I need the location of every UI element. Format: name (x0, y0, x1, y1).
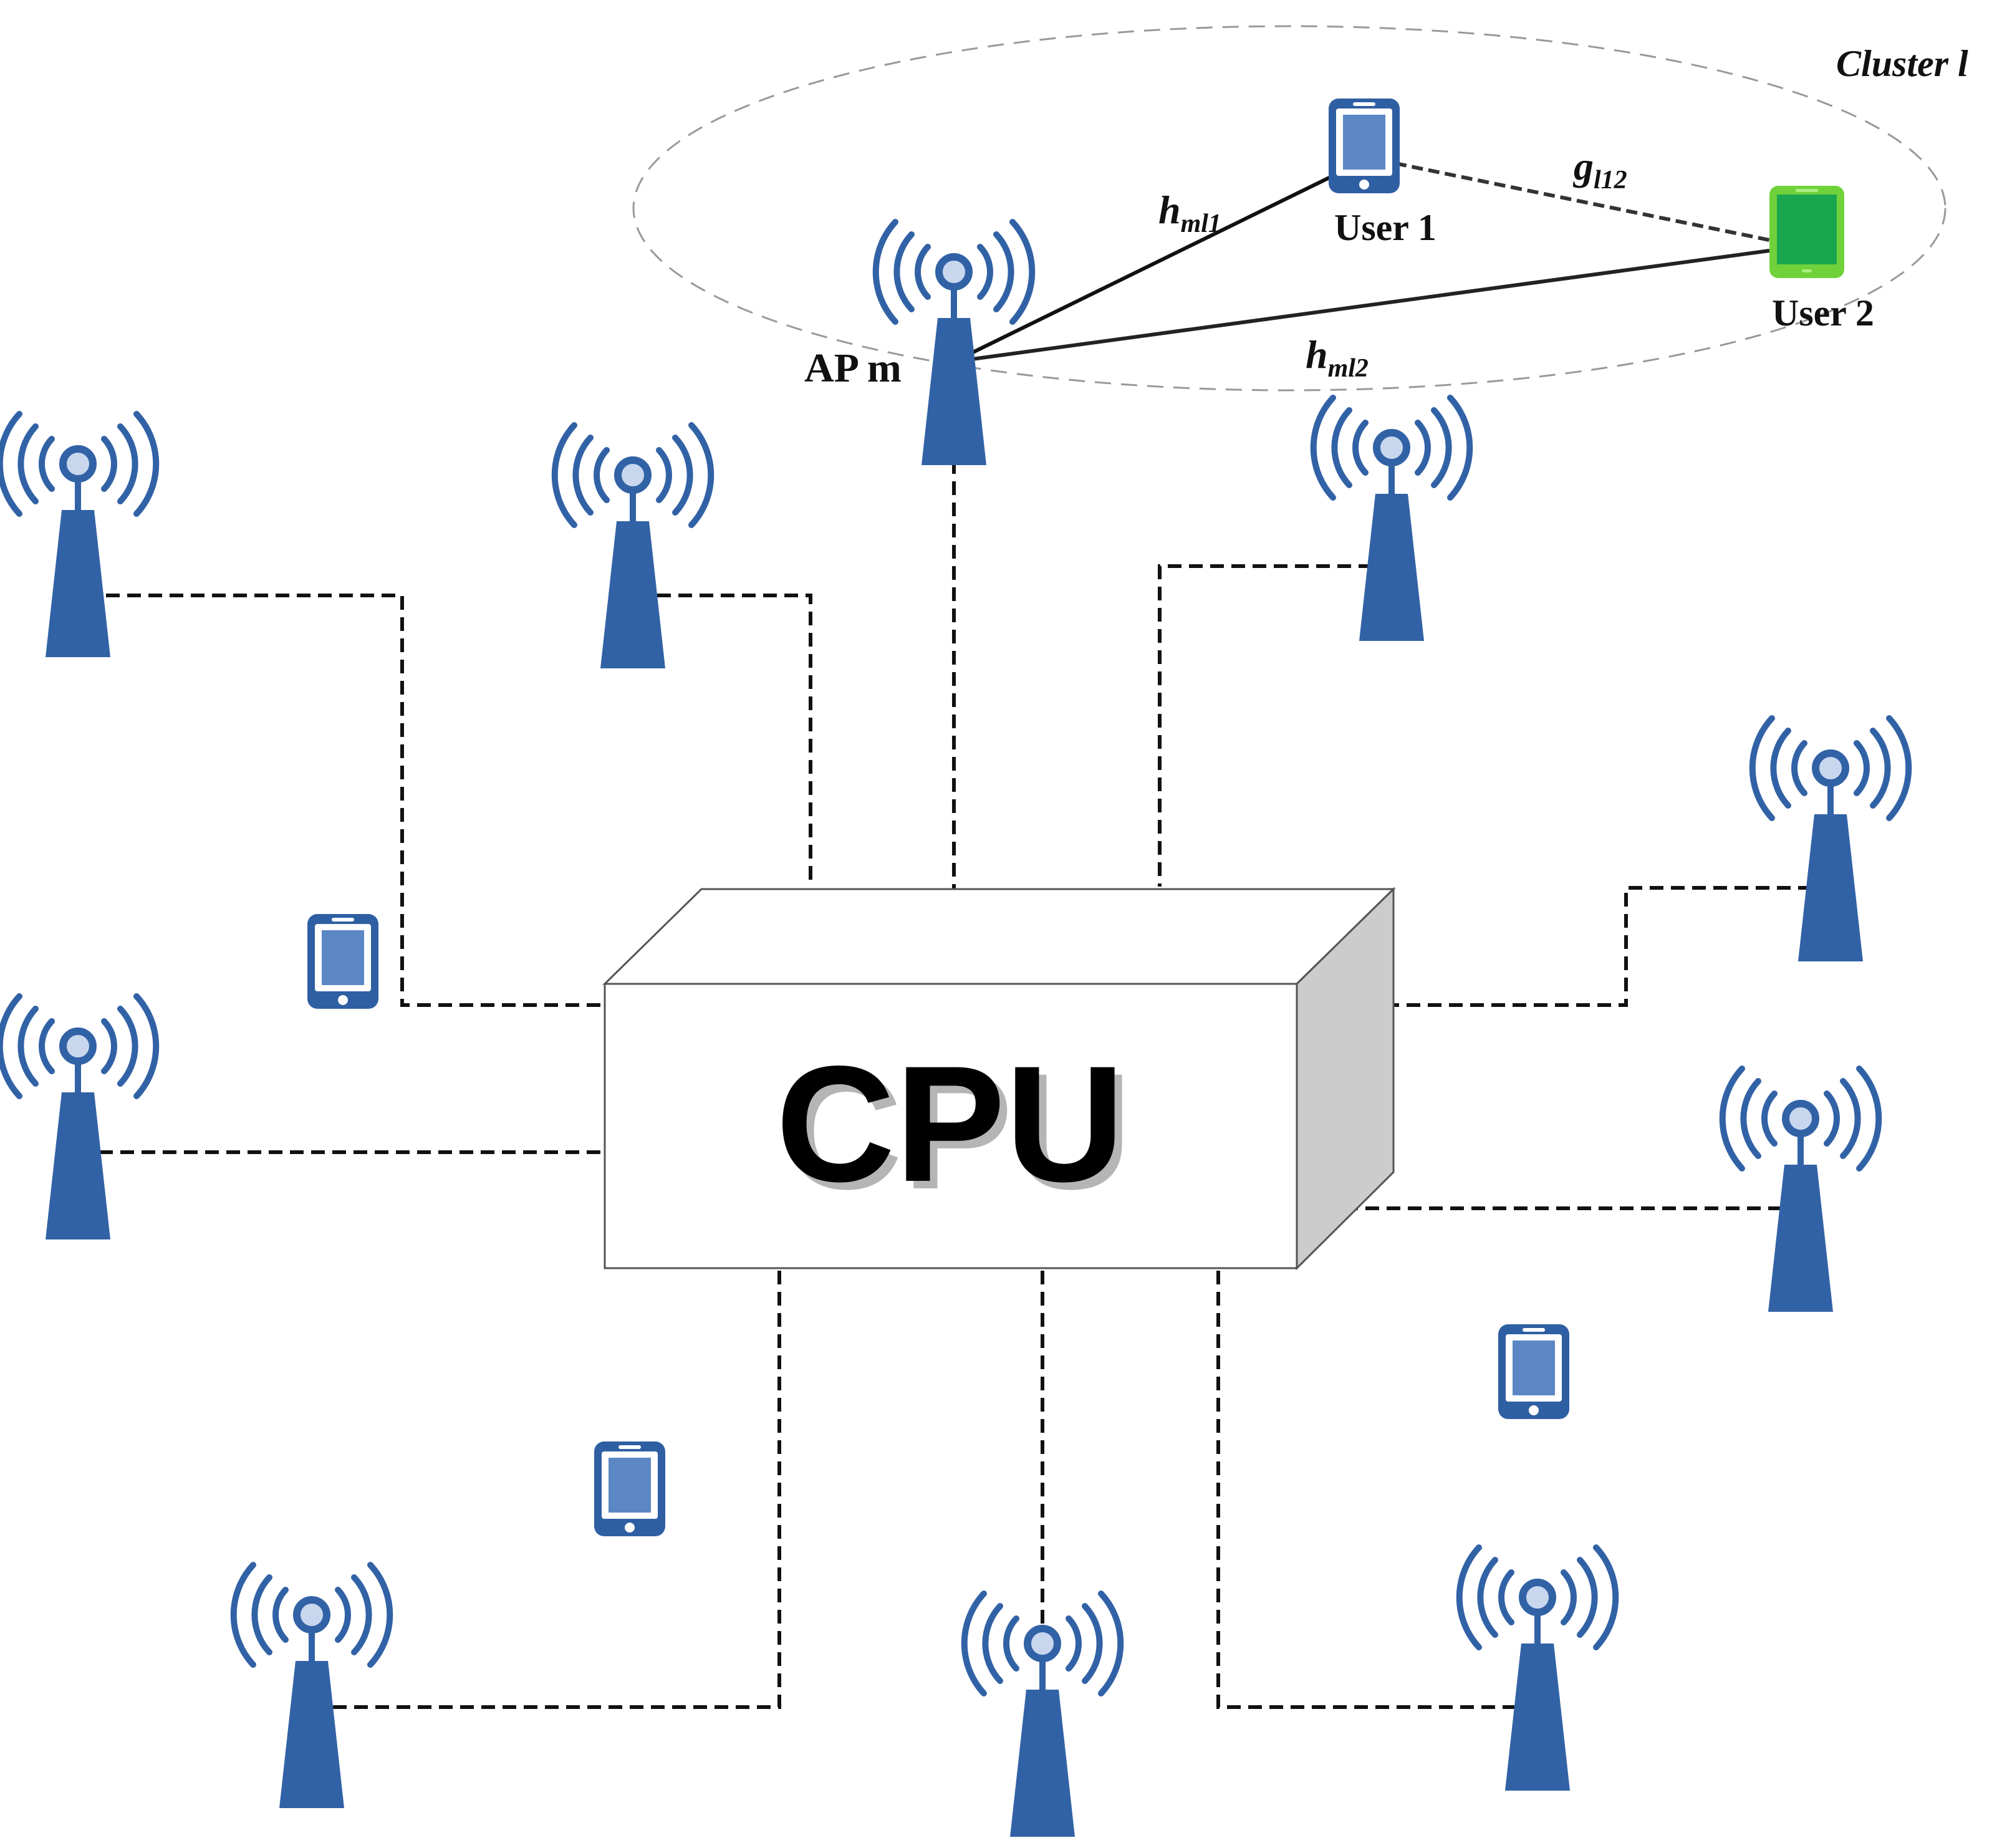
fronthaul-link-ap-a (106, 594, 605, 1007)
cpu-label-shadow: CPU (783, 1039, 1132, 1224)
labels: AP m User 1 User 2 hml1 hml2 gl12 (804, 144, 1874, 391)
ap-m-tower-icon (876, 222, 1032, 465)
ap-tower-icon (1460, 1547, 1616, 1791)
channel-link-h-ml2 (953, 249, 1770, 363)
ap-tower-icon (1753, 718, 1909, 961)
user-devices (307, 99, 1844, 1536)
user-device-icon (1498, 1324, 1569, 1419)
channel-link-g-l12 (1395, 161, 1770, 242)
fronthaul-link-ap-g (312, 1268, 781, 1709)
cpu-label: CPU (776, 1032, 1125, 1216)
cluster-label: Cluster l (1836, 43, 1968, 84)
ap-m-label: AP m (804, 345, 902, 391)
channel-g-l12-subscript: l12 (1594, 166, 1627, 195)
cpu-top-face (602, 888, 1396, 985)
channel-h-ml1-subscript: ml1 (1181, 209, 1221, 238)
fronthaul-links (78, 460, 1833, 1709)
user-2-label: User 2 (1772, 292, 1874, 334)
channel-label-h-ml1: hml1 (1158, 188, 1221, 238)
channel-h-ml1-symbol: h (1158, 188, 1181, 232)
user-device-icon (307, 914, 378, 1009)
wireless-links (953, 161, 1770, 363)
cluster-boundary (632, 25, 1946, 392)
fronthaul-link-ap-b (636, 594, 812, 887)
cpu-front-face (604, 983, 1298, 1269)
user-1-label: User 1 (1334, 207, 1436, 248)
fronthaul-link-ap-d (1393, 886, 1833, 1007)
ap-tower-icon (0, 996, 156, 1239)
user-device-icon (594, 1441, 665, 1536)
ap-tower-icon (965, 1594, 1121, 1837)
channel-g-l12-symbol: g (1572, 144, 1594, 188)
ap-tower-icon (555, 425, 711, 668)
ap-tower-icon (0, 414, 156, 657)
cpu-box: CPU CPU (602, 887, 1396, 1271)
fronthaul-link-ap-c (1158, 564, 1393, 887)
channel-link-h-ml1 (953, 174, 1334, 363)
ap-tower-icon (1314, 398, 1470, 641)
channel-h-ml2-symbol: h (1306, 332, 1328, 377)
user-2-device-icon (1769, 186, 1844, 278)
channel-h-ml2-subscript: ml2 (1328, 354, 1369, 383)
cluster-l-region: Cluster l (632, 25, 1968, 392)
channel-label-h-ml2: hml2 (1306, 332, 1369, 383)
channel-label-g-l12: gl12 (1572, 144, 1627, 195)
user-1-device-icon (1329, 99, 1400, 193)
ap-tower-icon (1723, 1069, 1879, 1312)
fronthaul-link-ap-i (1216, 1268, 1537, 1709)
ap-tower-icon (234, 1565, 390, 1808)
